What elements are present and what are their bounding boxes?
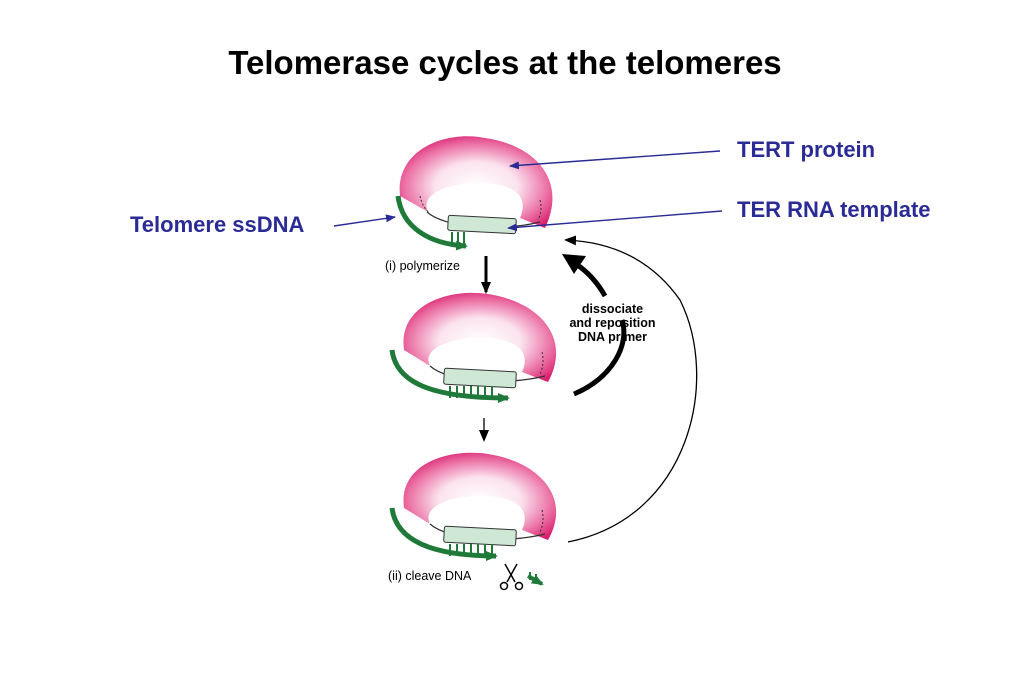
scissors-icon (499, 563, 524, 591)
dissociate-label-line: DNA primer (578, 330, 647, 344)
tert-pointer-line (509, 150, 721, 170)
tert-protein-shape (403, 452, 557, 540)
dissociate-label-line: and reposition (569, 316, 656, 330)
tert-protein-label: TERT protein (737, 137, 876, 162)
slide-title: Telomerase cycles at the telomeres (228, 44, 782, 81)
cleave-step-label: (ii) cleave DNA (388, 569, 472, 583)
dissociate-arrowhead (562, 254, 586, 274)
telomerase-stage-1 (395, 136, 553, 251)
ter-rna-template (443, 367, 517, 389)
ter-rna-pointer-line (507, 210, 723, 232)
polymerize-step-label: (i) polymerize (385, 259, 461, 273)
telomere-ssdna-strand (389, 507, 498, 561)
ter-rna-template-label: TER RNA template (737, 197, 931, 222)
telomere-ssdna-strand (395, 195, 468, 251)
ter-rna-template (443, 525, 517, 547)
tert-protein-shape (403, 292, 557, 382)
tert-protein-shape (399, 136, 553, 228)
cleaved-dna-fragment (527, 572, 544, 586)
telomere-ssdna-strand (389, 349, 510, 403)
cycle-return-arrow (564, 235, 698, 543)
ssdna-pointer-line (333, 214, 396, 227)
base-pair-ticks (451, 232, 465, 244)
protein-dashed-rim (419, 195, 429, 213)
dissociate-label-line: dissociate (581, 302, 644, 316)
protein-dashed-rim (539, 509, 544, 533)
protein-dashed-rim (537, 199, 542, 221)
dissociate-reposition-arrow (574, 261, 608, 298)
telomerase-stage-3 (389, 452, 557, 591)
dissociate-label: dissociate and reposition DNA primer (555, 302, 670, 344)
ter-rna-template (447, 214, 517, 235)
telomerase-stage-2 (389, 292, 557, 403)
telomere-ssdna-label: Telomere ssDNA (130, 212, 305, 237)
protein-dashed-rim (539, 351, 544, 375)
dissociate-reposition-arrow (573, 319, 627, 397)
